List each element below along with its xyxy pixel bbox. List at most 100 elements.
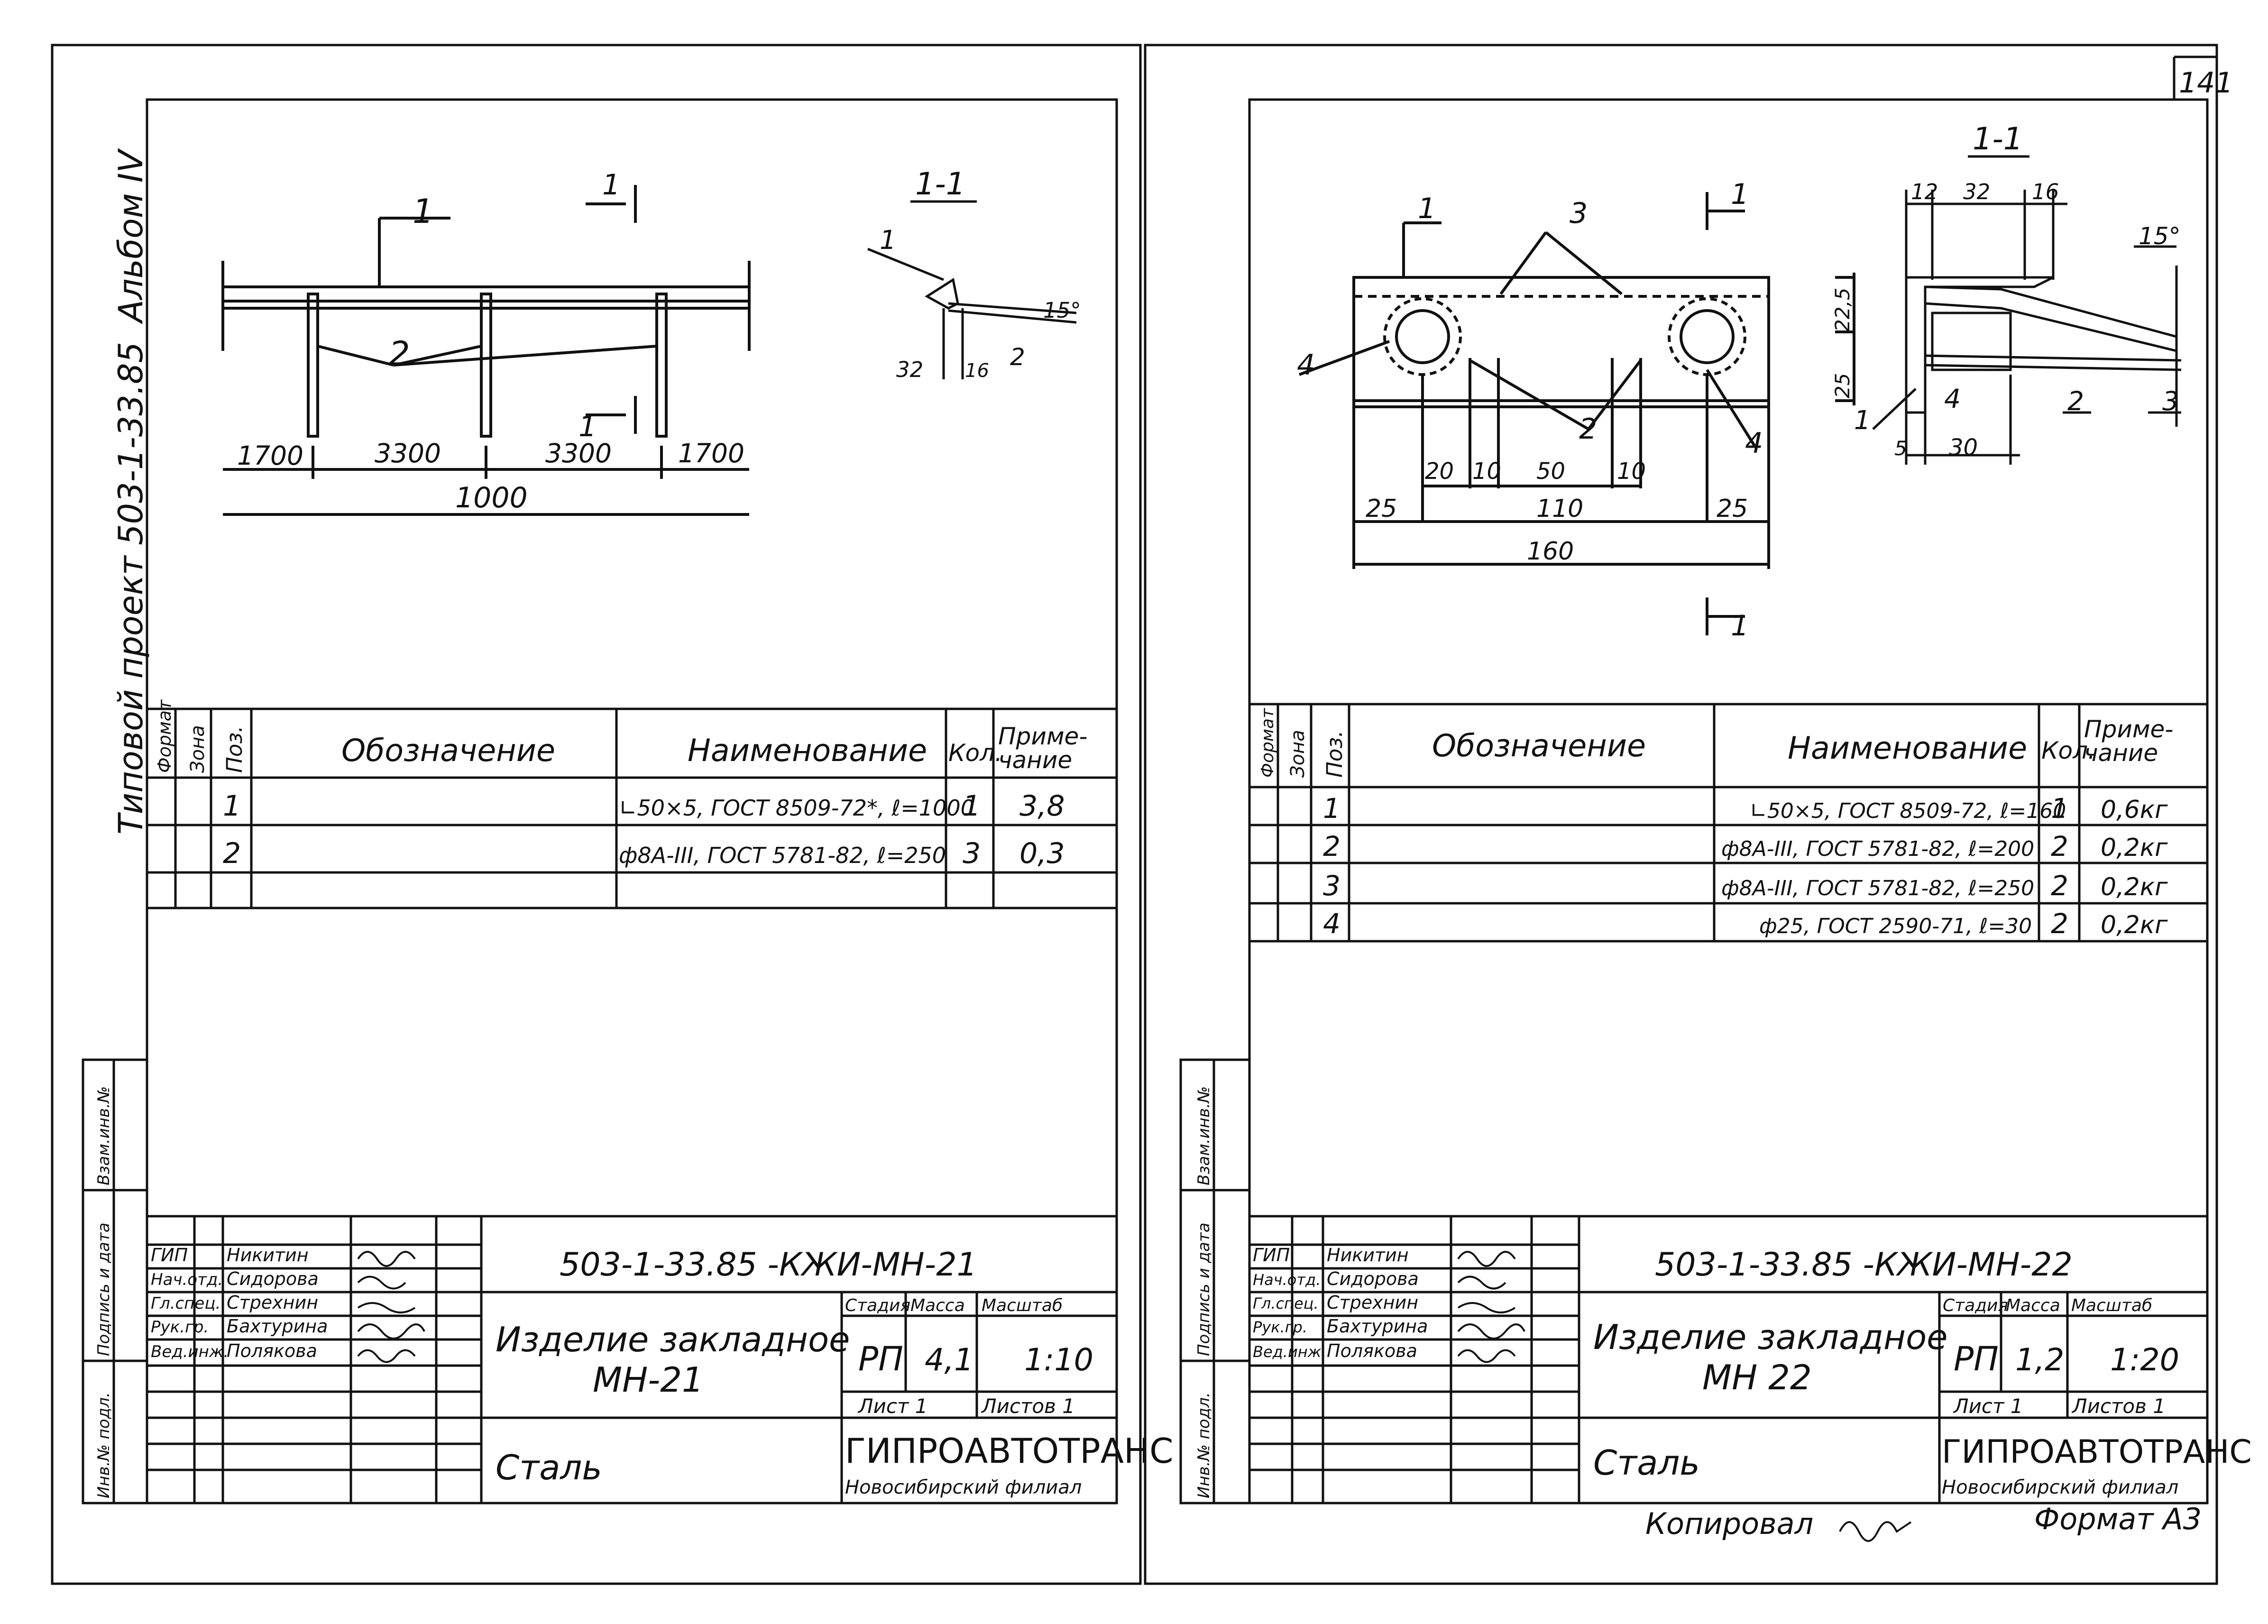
r-name-1: Сидорова — [1327, 1268, 1419, 1289]
stage-header-r: Стадия — [1943, 1296, 2008, 1315]
cut-mark-bottom: 1 — [578, 410, 597, 443]
hdr-note-r-2: чание — [2084, 739, 2158, 767]
r-row1-pos: 1 — [1323, 792, 1341, 825]
r-role-4: Вед.инж. — [1253, 1343, 1326, 1361]
section-dim-16: 16 — [965, 360, 989, 382]
format-label: Формат А3 — [2034, 1502, 2202, 1536]
dim-20: 20 — [1425, 458, 1454, 485]
dim-1700-a: 1700 — [237, 440, 303, 471]
r-row2-pos: 2 — [1323, 830, 1341, 862]
plan-callout-4b: 4 — [1745, 427, 1763, 460]
r-row1-note: 0,6кг — [2101, 796, 2168, 824]
org-name: ГИПРОАВТОТРАНС — [845, 1431, 1173, 1471]
row2-name: ф8А-III, ГОСТ 5781-82, ℓ=250 — [619, 843, 946, 868]
r-row2-name: ф8А-III, ГОСТ 5781-82, ℓ=200 — [1721, 837, 2034, 861]
right-plan-drawing: 1 3 4 2 4 1 1 20 10 50 10 25 110 25 160 … — [1297, 178, 1855, 642]
role-3: Рук.гр. — [151, 1318, 209, 1337]
r-name-4: Полякова — [1327, 1340, 1417, 1361]
dim-25b: 25 — [1717, 495, 1748, 523]
r-name-0: Никитин — [1327, 1245, 1409, 1266]
hdr-qty-r: Кол. — [2041, 737, 2095, 764]
material-r: Сталь — [1593, 1443, 1700, 1483]
item-title-1: Изделие закладное — [496, 1320, 850, 1359]
stage-header: Стадия — [845, 1296, 910, 1315]
sheet-no-r: Лист 1 — [1953, 1395, 2023, 1418]
section-dim-32: 32 — [896, 357, 923, 382]
dim-110: 110 — [1536, 495, 1583, 523]
mass-header-r: Масса — [2006, 1296, 2060, 1315]
scale-header-r: Масштаб — [2071, 1296, 2152, 1315]
mass-header: Масса — [910, 1296, 965, 1315]
r-role-1: Нач.отд. — [1253, 1271, 1321, 1289]
r-row3-note: 0,2кг — [2101, 873, 2168, 901]
item-title-2: МН-21 — [593, 1360, 704, 1400]
r-row4-name: ф25, ГОСТ 2590-71, ℓ=30 — [1759, 914, 2032, 938]
r-row3-name: ф8А-III, ГОСТ 5781-82, ℓ=250 — [1721, 876, 2034, 900]
org-name-r: ГИПРОАВТОТРАНС — [1942, 1433, 2252, 1471]
stage-value: РП — [858, 1340, 903, 1378]
sheet-no: Лист 1 — [857, 1395, 928, 1418]
item-title-r-2: МН 22 — [1702, 1358, 1812, 1397]
signatures-r — [1457, 1251, 1525, 1363]
name-2: Стрехнин — [227, 1292, 318, 1313]
dim-22-5: 22,5 — [1831, 287, 1854, 332]
name-0: Никитин — [227, 1245, 309, 1266]
hdr-note-1: Приме- — [998, 723, 1087, 750]
r-role-0: ГИП — [1253, 1245, 1290, 1266]
dim-10b: 10 — [1617, 458, 1646, 485]
plan-callout-3: 3 — [1570, 197, 1588, 230]
section-angle: 15° — [1043, 298, 1081, 323]
page-number: 141 — [2179, 66, 2233, 100]
sec-angle: 15° — [2139, 222, 2181, 250]
cut-mark-top: 1 — [602, 168, 620, 202]
role-2: Гл.спец. — [151, 1294, 220, 1313]
scale-header: Масштаб — [982, 1296, 1063, 1315]
scale-value: 1:10 — [1024, 1342, 1093, 1378]
right-title-block: ГИП Нач.отд. Гл.спец. Рук.гр. Вед.инж. Н… — [1249, 1215, 2252, 1503]
hdr-zone-r: Зона — [1287, 730, 1309, 778]
hdr-designation-r: Обозначение — [1432, 728, 1646, 764]
sec-dim-30: 30 — [1949, 434, 1978, 461]
r-row1-qty: 1 — [2051, 792, 2068, 825]
mass-value-r: 1,2 — [2015, 1342, 2064, 1378]
r-row2-qty: 2 — [2051, 830, 2068, 862]
left-side-stamp: Инв.№ подл. Подпись и дата Взам.инв.№ — [82, 1058, 148, 1505]
hdr-pos-r: Поз. — [1322, 730, 1347, 778]
left-title-block: ГИП Нач.отд. Гл.спец. Рук.гр. Вед.инж. Н… — [147, 1215, 1173, 1503]
hdr-format: Формат — [154, 699, 175, 773]
left-vertical-header: Альбом IV Типовой проект 503-1-33.85 — [111, 148, 150, 835]
dim-10a: 10 — [1472, 458, 1501, 485]
dim-160: 160 — [1527, 537, 1574, 566]
stamp-replace-r: Взам.инв.№ — [1194, 1086, 1213, 1185]
plan-callout-1: 1 — [1418, 192, 1436, 225]
plan-callout-4a: 4 — [1297, 349, 1315, 382]
dim-50: 50 — [1536, 458, 1565, 485]
r-row4-pos: 4 — [1323, 908, 1341, 940]
sheets-count-r: Листов 1 — [2071, 1395, 2166, 1418]
sec-callout-1: 1 — [1854, 405, 1871, 435]
stamp-replace: Взам.инв.№ — [94, 1086, 113, 1185]
role-1: Нач.отд. — [151, 1270, 223, 1289]
sec-dim-16: 16 — [2032, 179, 2059, 204]
copied-by: Копировал — [1645, 1506, 1813, 1541]
callout-2: 2 — [389, 334, 410, 373]
signatures — [357, 1251, 425, 1363]
sec-dim-32: 32 — [1963, 179, 1990, 204]
section-callout-2: 2 — [1010, 343, 1025, 371]
row2-qty: 3 — [963, 837, 981, 870]
r-name-3: Бахтурина — [1327, 1316, 1428, 1337]
callout-1: 1 — [413, 192, 434, 231]
dim-3300-b: 3300 — [545, 438, 612, 468]
album-label: Альбом IV — [111, 148, 150, 324]
sec-dim-12: 12 — [1911, 179, 1938, 204]
r-name-2: Стрехнин — [1327, 1292, 1418, 1313]
cut-mark-bottom-r: 1 — [1731, 609, 1749, 642]
name-3: Бахтурина — [227, 1316, 328, 1337]
doc-code: 503-1-33.85 -КЖИ-МН-21 — [560, 1246, 977, 1284]
hdr-format-r: Формат — [1258, 708, 1277, 778]
right-spec-table: Формат Зона Поз. Обозначение Наименовани… — [1249, 703, 2207, 943]
hdr-note-r-1: Приме- — [2084, 716, 2173, 743]
r-role-3: Рук.гр. — [1253, 1318, 1307, 1336]
sec-callout-3: 3 — [2162, 386, 2179, 416]
